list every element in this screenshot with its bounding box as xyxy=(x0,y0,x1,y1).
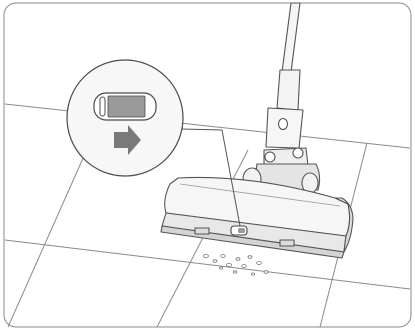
debris-particle xyxy=(247,255,253,259)
debris-particle xyxy=(263,270,269,274)
brush-tab-left xyxy=(194,227,210,235)
switch-slot xyxy=(99,96,106,117)
arrow-right-icon xyxy=(114,125,141,155)
frame-border xyxy=(3,2,412,328)
brush-tab-right xyxy=(279,239,295,247)
debris-particle xyxy=(232,270,238,274)
debris xyxy=(203,254,269,276)
brush-side-cap xyxy=(334,197,354,253)
tile-line xyxy=(4,239,411,290)
callout-leader-line xyxy=(180,128,241,227)
debris-particle xyxy=(256,261,262,265)
joint-pivot-right xyxy=(292,147,304,159)
floor-brush xyxy=(160,176,354,259)
tile-line xyxy=(7,146,89,328)
debris-particle xyxy=(250,272,255,276)
brush-top-highlight xyxy=(179,183,341,207)
debris-particle xyxy=(241,264,247,268)
vacuum-wand xyxy=(265,2,304,149)
debris-particle xyxy=(220,254,226,258)
wand-collar xyxy=(276,69,301,111)
switch-slider xyxy=(107,95,146,118)
debris-particle xyxy=(212,259,218,263)
callout-lens xyxy=(66,59,184,177)
debris-particle xyxy=(226,262,232,267)
debris-particle xyxy=(218,266,223,270)
brush-release-switch-slider xyxy=(238,228,245,233)
debris-particle xyxy=(203,254,209,258)
wand-button xyxy=(277,117,289,131)
debris-particle xyxy=(235,257,241,261)
joint-pivot-left xyxy=(264,151,276,163)
